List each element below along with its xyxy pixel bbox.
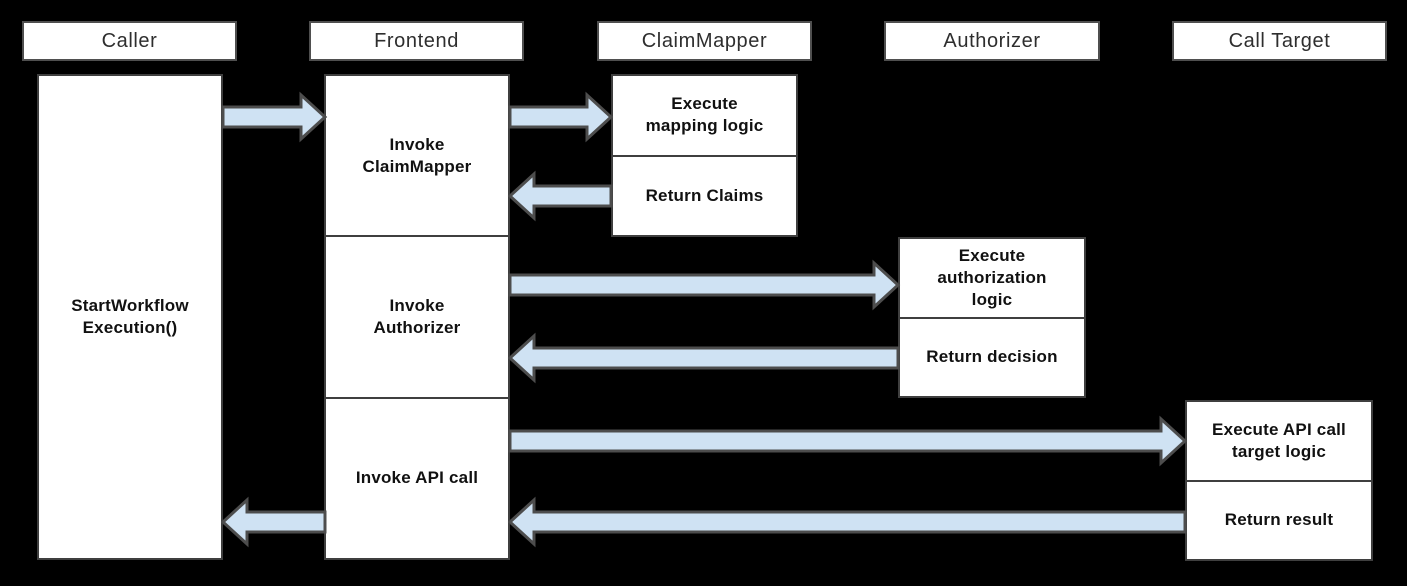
arrow-frontend-to-authorizer bbox=[508, 259, 901, 311]
step-return-claims: Return Claims bbox=[613, 154, 796, 236]
step-return-claims-label: Return Claims bbox=[645, 185, 764, 205]
arrow-frontend-to-claimmapper bbox=[508, 91, 614, 143]
activation-caller: StartWorkflow Execution() bbox=[37, 74, 223, 560]
actor-claimmapper-label: ClaimMapper bbox=[641, 29, 768, 52]
step-execute-api-call-target-logic-label: Execute API call target logic bbox=[1212, 419, 1346, 461]
step-return-decision: Return decision bbox=[900, 316, 1084, 397]
actor-calltarget: Call Target bbox=[1172, 21, 1387, 61]
step-startworkflow: StartWorkflow Execution() bbox=[39, 76, 221, 558]
actor-authorizer: Authorizer bbox=[884, 21, 1100, 61]
step-invoke-claimmapper-label: Invoke ClaimMapper bbox=[362, 134, 472, 176]
arrow-frontend-to-caller bbox=[220, 496, 327, 548]
step-execute-api-call-target-logic: Execute API call target logic bbox=[1187, 402, 1371, 480]
step-execute-mapping-logic: Execute mapping logic bbox=[613, 76, 796, 155]
actor-frontend: Frontend bbox=[309, 21, 524, 61]
actor-calltarget-label: Call Target bbox=[1228, 29, 1331, 52]
activation-frontend: Invoke ClaimMapper Invoke Authorizer Inv… bbox=[324, 74, 510, 560]
activation-authorizer: Execute authorization logic Return decis… bbox=[898, 237, 1086, 398]
arrow-caller-to-frontend bbox=[221, 91, 328, 143]
step-return-result: Return result bbox=[1187, 479, 1371, 560]
actor-frontend-label: Frontend bbox=[374, 29, 459, 52]
step-invoke-authorizer: Invoke Authorizer bbox=[326, 235, 508, 396]
step-startworkflow-label: StartWorkflow Execution() bbox=[71, 295, 189, 337]
activation-calltarget: Execute API call target logic Return res… bbox=[1185, 400, 1373, 561]
arrow-authorizer-to-frontend bbox=[507, 332, 900, 384]
step-invoke-api-call-label: Invoke API call bbox=[355, 468, 479, 488]
arrow-calltarget-to-frontend bbox=[507, 496, 1187, 548]
step-execute-authorization-logic: Execute authorization logic bbox=[900, 239, 1084, 317]
actor-caller: Caller bbox=[22, 21, 237, 61]
activation-claimmapper: Execute mapping logic Return Claims bbox=[611, 74, 798, 237]
step-return-decision-label: Return decision bbox=[926, 347, 1058, 367]
step-invoke-api-call: Invoke API call bbox=[326, 396, 508, 558]
step-execute-authorization-logic-label: Execute authorization logic bbox=[937, 245, 1047, 309]
actor-claimmapper: ClaimMapper bbox=[597, 21, 812, 61]
arrow-claimmapper-to-frontend bbox=[507, 170, 613, 222]
actor-authorizer-label: Authorizer bbox=[943, 29, 1041, 52]
step-return-result-label: Return result bbox=[1224, 510, 1334, 530]
step-invoke-claimmapper: Invoke ClaimMapper bbox=[326, 76, 508, 235]
step-execute-mapping-logic-label: Execute mapping logic bbox=[645, 94, 764, 136]
actor-caller-label: Caller bbox=[101, 29, 158, 52]
step-invoke-authorizer-label: Invoke Authorizer bbox=[373, 295, 461, 337]
arrow-frontend-to-calltarget bbox=[508, 415, 1188, 467]
